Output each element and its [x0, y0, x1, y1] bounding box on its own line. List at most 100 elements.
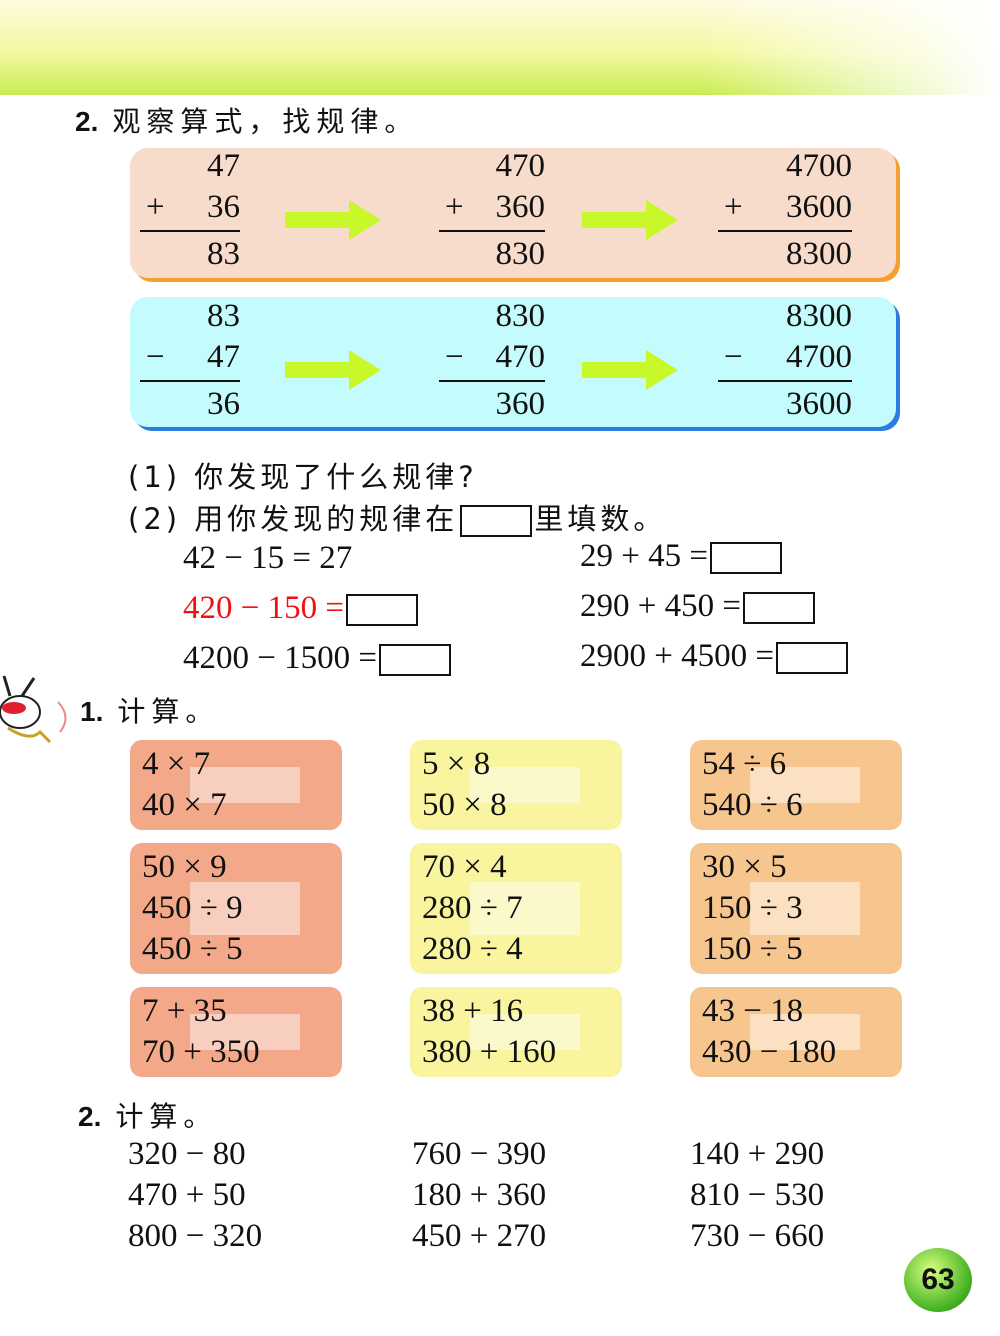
equation-text: 4200 − 1500 = [183, 640, 377, 676]
operand-bottom-row: − 4700 [718, 337, 852, 378]
question-2-text: (2) 用你发现的规律在 [128, 502, 459, 536]
rabbit-mascot-icon [0, 675, 67, 744]
operator: − [724, 339, 743, 375]
exercise-2-heading: 2.计算。 [78, 1095, 217, 1135]
expression: 7 + 35 [142, 993, 227, 1029]
expression: 150 ÷ 5 [702, 931, 803, 967]
expression: 40 × 7 [142, 787, 227, 823]
expression: 760 − 390 [412, 1136, 547, 1172]
fill-equation: 4200 − 1500 = [183, 640, 453, 677]
expression: 540 ÷ 6 [702, 787, 803, 823]
result: 8300 [786, 236, 852, 272]
expression: 180 + 360 [412, 1177, 547, 1213]
vertical-calculation: 830−470 360 [439, 296, 545, 425]
operand-bottom: 36 [207, 189, 240, 225]
vertical-calculation: 8300 − 4700 3600 [718, 296, 852, 425]
operand-bottom-row: +36 [140, 187, 240, 228]
exercise-card: 38 + 16 380 + 160 [410, 987, 622, 1077]
result: 3600 [786, 386, 852, 422]
question-2-text-end: 里填数。 [534, 502, 667, 536]
section-title: 观察算式，找规律。 [112, 105, 419, 138]
sum-line [439, 230, 545, 232]
sum-line [718, 380, 852, 382]
page-number: 63 [904, 1248, 972, 1312]
result: 830 [495, 236, 546, 272]
expression: 140 + 290 [690, 1136, 825, 1172]
expression: 43 − 18 [702, 993, 804, 1029]
vertical-calculation: 83 − 47 36 [140, 296, 240, 425]
operand-top: 83 [207, 298, 240, 334]
operand-bottom-row: − 47 [140, 337, 240, 378]
fill-equation: 2900 + 4500 = [580, 638, 850, 675]
equation-text: 29 + 45 = [580, 538, 708, 574]
operand-top: 8300 [786, 298, 852, 334]
exercise-column: 760 − 390 180 + 360 450 + 270 [412, 1134, 546, 1257]
sum-line [718, 230, 852, 232]
answer-box[interactable] [742, 592, 815, 625]
fill-equation: 290 + 450 = [580, 588, 817, 625]
equation-text: 2900 + 4500 = [580, 638, 774, 674]
subtraction-panel [130, 297, 896, 427]
operator: + [445, 189, 464, 225]
operator: − [445, 339, 464, 375]
expression: 150 ÷ 3 [702, 890, 803, 926]
right-arrow-icon [285, 200, 381, 240]
operand-bottom: 47 [207, 339, 240, 375]
expression: 30 × 5 [702, 849, 787, 885]
result: 83 [207, 236, 240, 272]
exercise-1-heading: 1.计算。 [80, 690, 219, 730]
answer-box[interactable] [775, 642, 848, 675]
addition-panel [130, 148, 896, 278]
question-2: (2) 用你发现的规律在 里填数。 [128, 496, 666, 538]
result: 36 [207, 386, 240, 422]
expression: 70 + 350 [142, 1034, 260, 1070]
equation-text: 42 − 15 = 27 [183, 540, 353, 576]
section-heading: 2.观察算式，找规律。 [75, 100, 418, 140]
answer-box[interactable] [378, 644, 451, 677]
fill-equation: 42 − 15 = 27 [183, 540, 352, 577]
right-arrow-icon [285, 350, 381, 390]
sum-line [439, 380, 545, 382]
operand-bottom: 4700 [786, 339, 852, 375]
operand-bottom: 470 [495, 339, 546, 375]
operand-bottom: 360 [495, 189, 546, 225]
operand-bottom-row: −470 [439, 337, 545, 378]
result: 360 [495, 386, 546, 422]
answer-box[interactable] [345, 594, 418, 627]
expression: 470 + 50 [128, 1177, 246, 1213]
expression: 5 × 8 [422, 746, 491, 782]
operand-bottom-row: +360 [439, 187, 545, 228]
expression: 280 ÷ 7 [422, 890, 523, 926]
equation-text: 420 − 150 = [183, 590, 344, 626]
expression: 450 + 270 [412, 1218, 547, 1254]
operand-top: 830 [495, 298, 546, 334]
operator: − [146, 339, 165, 375]
exercise-card: 7 + 35 70 + 350 [130, 987, 342, 1077]
equation-text: 290 + 450 = [580, 588, 741, 624]
answer-box[interactable] [709, 542, 782, 575]
operand-top: 4700 [786, 148, 852, 184]
fill-equation: 420 − 150 = [183, 590, 420, 627]
expression: 280 ÷ 4 [422, 931, 523, 967]
expression: 4 × 7 [142, 746, 211, 782]
expression: 450 ÷ 9 [142, 890, 243, 926]
expression: 70 × 4 [422, 849, 507, 885]
operand-top: 47 [207, 148, 240, 184]
operator: + [146, 189, 165, 225]
exercise-card: 4 × 7 40 × 7 [130, 740, 342, 830]
expression: 800 − 320 [128, 1218, 263, 1254]
expression: 38 + 16 [422, 993, 524, 1029]
header-band [0, 0, 1000, 95]
expression: 380 + 160 [422, 1034, 557, 1070]
exercise-title: 计算。 [115, 1100, 218, 1133]
